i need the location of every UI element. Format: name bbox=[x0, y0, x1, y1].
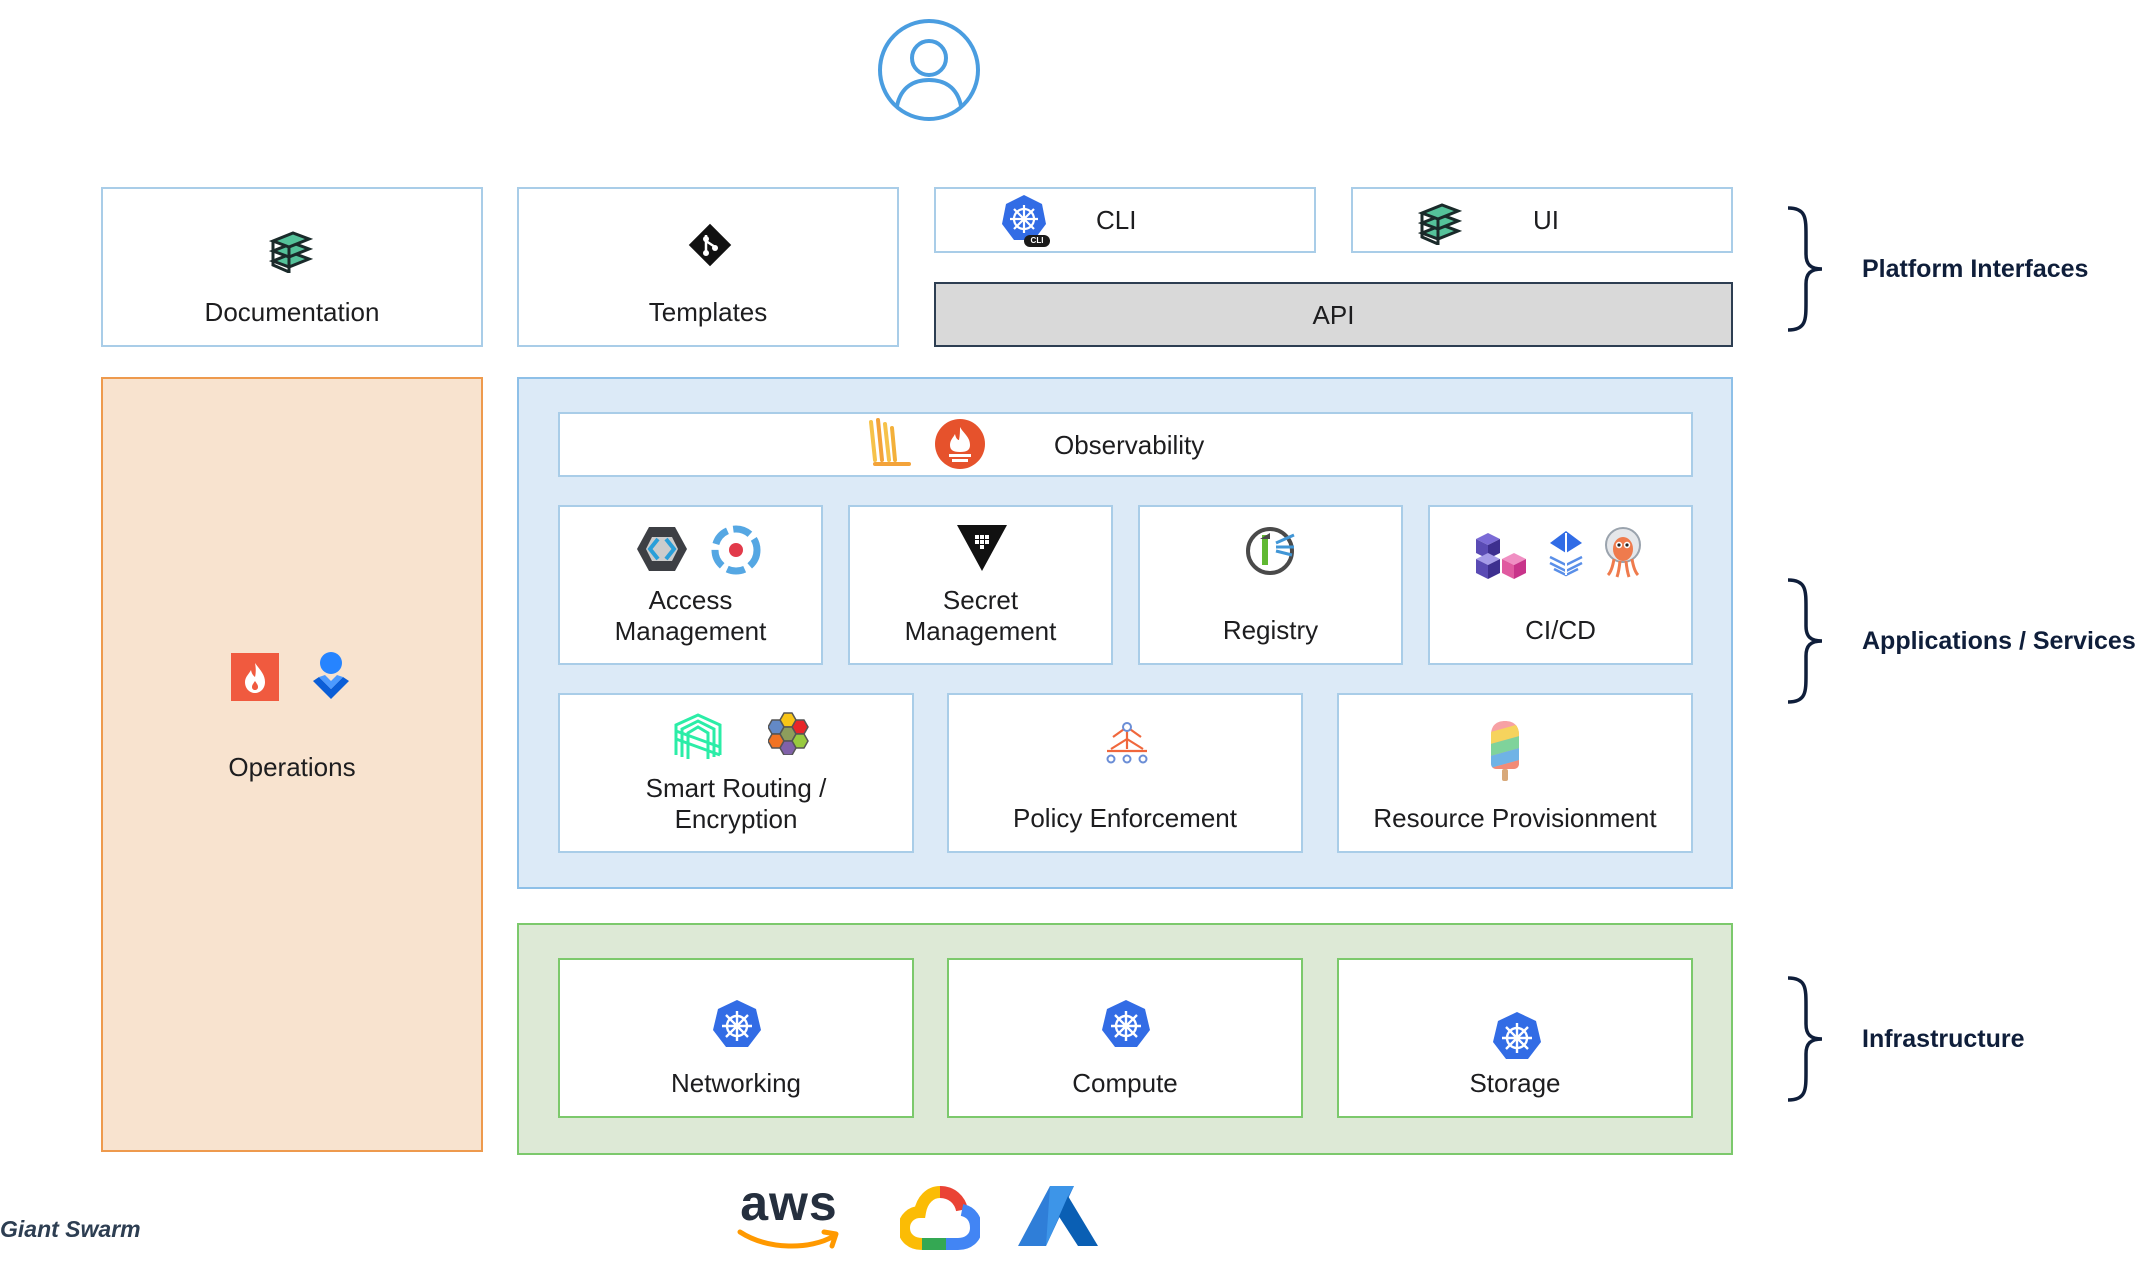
observability-label: Observability bbox=[1054, 430, 1205, 460]
networking-label: Networking bbox=[670, 1068, 802, 1098]
git-icon bbox=[686, 221, 734, 269]
smart-routing-box: Smart Routing / Encryption bbox=[558, 693, 914, 853]
user-icon bbox=[877, 18, 981, 122]
platform-interfaces-label: Platform Interfaces bbox=[1862, 255, 2089, 283]
operations-label: Operations bbox=[228, 752, 356, 782]
documentation-box: Documentation bbox=[101, 187, 483, 347]
ui-box: UI bbox=[1351, 187, 1733, 253]
networking-box: Networking bbox=[558, 958, 914, 1118]
infrastructure-label: Infrastructure bbox=[1862, 1025, 2025, 1053]
opsgenie-icon bbox=[309, 651, 353, 701]
cli-label: CLI bbox=[1096, 205, 1137, 235]
flux-icon bbox=[1546, 529, 1586, 579]
compute-label: Compute bbox=[1072, 1068, 1178, 1098]
kubectl-icon: CLI bbox=[998, 193, 1054, 249]
prometheus-icon bbox=[934, 418, 986, 470]
vault-icon bbox=[955, 523, 1009, 573]
cilium-icon bbox=[768, 711, 812, 755]
infrastructure-brace bbox=[1784, 976, 1824, 1102]
keycloak-icon bbox=[636, 525, 688, 573]
giant-swarm-brand: Giant Swarm bbox=[0, 1216, 141, 1242]
storage-kubernetes-icon bbox=[1490, 1010, 1544, 1064]
resource-provisionment-label: Resource Provisionment bbox=[1373, 803, 1657, 833]
dex-icon bbox=[711, 525, 761, 575]
aws-logo: aws bbox=[734, 1175, 844, 1256]
secret-management-label: Secret Management bbox=[904, 585, 1057, 646]
registry-box: Registry bbox=[1138, 505, 1403, 665]
gatekeeper-icon bbox=[1103, 721, 1151, 765]
networking-kubernetes-icon bbox=[710, 998, 764, 1052]
smart-routing-label: Smart Routing / Encryption bbox=[645, 773, 827, 834]
azure-icon bbox=[1016, 1182, 1100, 1250]
access-management-box: Access Management bbox=[558, 505, 823, 665]
api-box: API bbox=[934, 282, 1733, 347]
policy-enforcement-box: Policy Enforcement bbox=[947, 693, 1303, 853]
documentation-label: Documentation bbox=[204, 297, 380, 327]
secret-management-box: Secret Management bbox=[848, 505, 1113, 665]
templates-label: Templates bbox=[648, 297, 768, 327]
kyverno-icon bbox=[1474, 533, 1530, 581]
ui-label: UI bbox=[1533, 205, 1559, 235]
google-cloud-icon bbox=[900, 1184, 980, 1250]
docs-book-stack-icon bbox=[269, 225, 313, 273]
operations-panel: Operations bbox=[101, 377, 483, 1152]
crossplane-icon bbox=[1487, 719, 1523, 783]
compute-box: Compute bbox=[947, 958, 1303, 1118]
loki-icon bbox=[865, 418, 913, 470]
observability-box: Observability bbox=[558, 412, 1693, 477]
applications-services-label: Applications / Services bbox=[1862, 627, 2136, 655]
cli-badge-text: CLI bbox=[1030, 236, 1044, 245]
registry-label: Registry bbox=[1222, 615, 1319, 645]
harbor-icon bbox=[1246, 525, 1298, 577]
platform-interfaces-brace bbox=[1784, 206, 1824, 332]
linkerd-icon bbox=[670, 711, 726, 761]
argo-icon bbox=[1598, 525, 1648, 579]
access-management-label: Access Management bbox=[614, 585, 767, 646]
policy-enforcement-label: Policy Enforcement bbox=[1013, 803, 1237, 833]
api-label: API bbox=[1312, 300, 1355, 330]
grafana-oncall-icon bbox=[231, 653, 279, 701]
cicd-label: CI/CD bbox=[1525, 615, 1596, 645]
storage-box: Storage bbox=[1337, 958, 1693, 1118]
applications-services-brace bbox=[1784, 578, 1824, 704]
cli-box: CLI CLI bbox=[934, 187, 1316, 253]
aws-wordmark: aws bbox=[740, 1175, 838, 1231]
storage-label: Storage bbox=[1469, 1068, 1561, 1098]
templates-box: Templates bbox=[517, 187, 899, 347]
compute-kubernetes-icon bbox=[1099, 998, 1153, 1052]
resource-provisionment-box: Resource Provisionment bbox=[1337, 693, 1693, 853]
ui-book-stack-icon bbox=[1418, 197, 1462, 245]
cicd-box: CI/CD bbox=[1428, 505, 1693, 665]
